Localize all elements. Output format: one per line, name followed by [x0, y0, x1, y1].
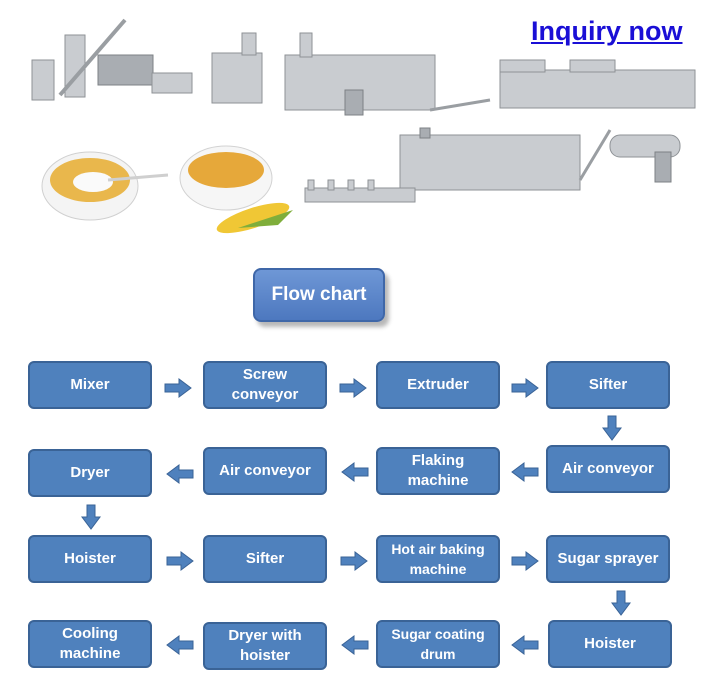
step-sugar-sprayer: Sugar sprayer — [546, 535, 670, 583]
arrow-right-icon — [164, 378, 192, 398]
arrow-right-icon — [166, 551, 194, 571]
arrow-left-icon — [511, 635, 539, 655]
step-sifter-2: Sifter — [203, 535, 327, 583]
arrow-down-icon — [81, 504, 101, 530]
arrow-left-icon — [166, 464, 194, 484]
step-hot-air-baking-machine: Hot air baking machine — [376, 535, 500, 583]
step-dryer: Dryer — [28, 449, 152, 497]
production-line-image — [31, 18, 696, 116]
arrow-right-icon — [339, 378, 367, 398]
arrow-left-icon — [341, 462, 369, 482]
step-mixer: Mixer — [28, 361, 152, 409]
step-flaking-machine: Flaking machine — [376, 447, 500, 495]
step-hoister-2: Hoister — [548, 620, 672, 668]
step-hoister-1: Hoister — [28, 535, 152, 583]
arrow-down-icon — [602, 415, 622, 441]
step-air-conveyor-2: Air conveyor — [203, 447, 327, 495]
arrow-left-icon — [341, 635, 369, 655]
arrow-left-icon — [166, 635, 194, 655]
inquiry-now-link[interactable]: Inquiry now — [531, 16, 683, 46]
step-cooling-machine: Cooling machine — [28, 620, 152, 668]
arrow-left-icon — [511, 462, 539, 482]
arrow-right-icon — [511, 378, 539, 398]
step-air-conveyor-1: Air conveyor — [546, 445, 670, 493]
step-screw-conveyor: Screw conveyor — [203, 361, 327, 409]
arrow-right-icon — [340, 551, 368, 571]
baking-line-image — [304, 127, 681, 203]
step-extruder: Extruder — [376, 361, 500, 409]
cornflakes-image — [41, 145, 293, 234]
arrow-right-icon — [511, 551, 539, 571]
step-sugar-coating-drum: Sugar coating drum — [376, 620, 500, 668]
step-dryer-with-hoister: Dryer with hoister — [203, 622, 327, 670]
step-sifter-1: Sifter — [546, 361, 670, 409]
arrow-down-icon — [611, 590, 631, 616]
flow-chart-title: Flow chart — [253, 268, 385, 322]
